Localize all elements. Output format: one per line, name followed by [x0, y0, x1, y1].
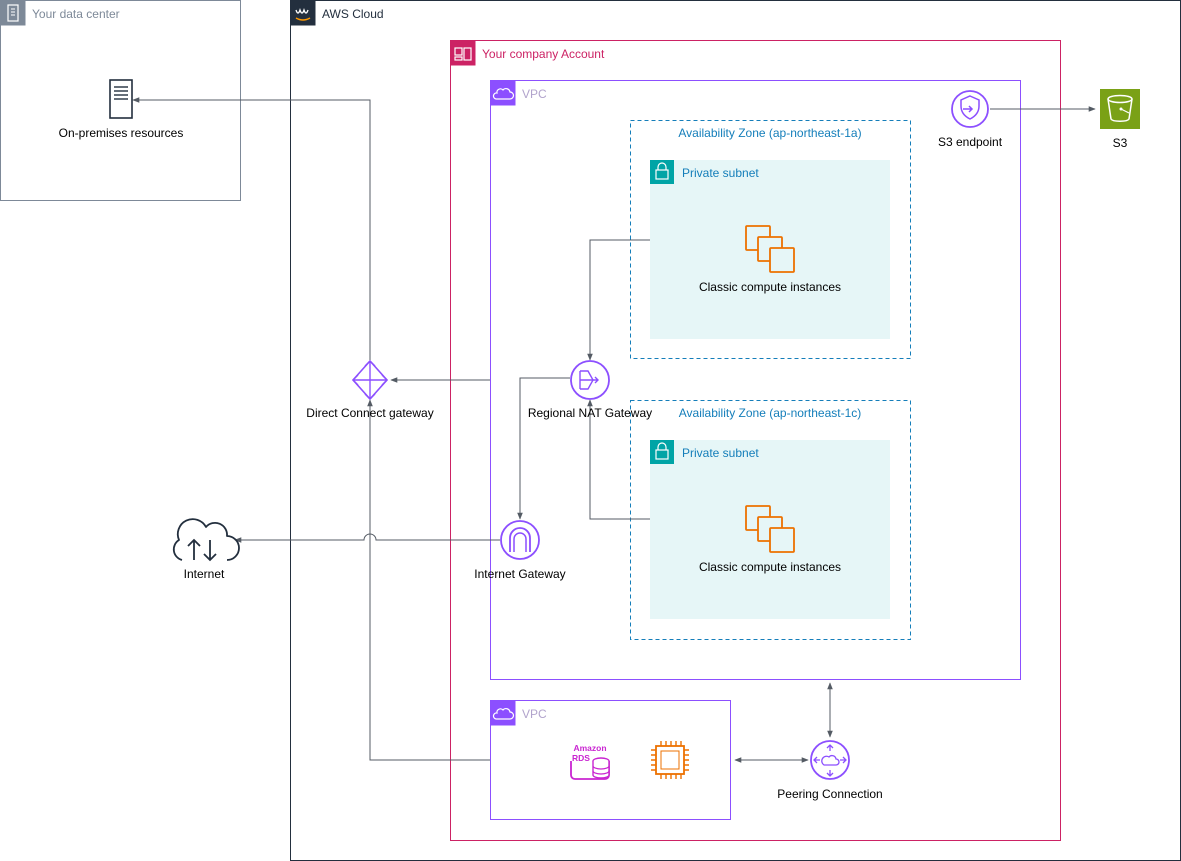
internet-gateway-icon — [500, 520, 540, 560]
corporate-building-icon — [0, 0, 26, 26]
subnet-1c-label: Private subnet — [682, 446, 759, 460]
vpc-peer-group: VPC — [490, 700, 731, 820]
vpc-cloud-icon — [490, 80, 516, 106]
vpc-main-group: VPC — [490, 80, 1021, 680]
peering-label: Peering Connection — [777, 787, 882, 801]
nat-gateway-node[interactable]: Regional NAT Gateway — [528, 360, 652, 420]
az-1c-group: Availability Zone (ap-northeast-1c) — [630, 400, 911, 640]
rds-badge-line2: RDS — [572, 753, 590, 763]
rds-badge-line1: Amazon — [573, 743, 606, 753]
peering-connection-icon — [810, 740, 850, 780]
internet-cloud-icon — [172, 518, 240, 562]
account-group: Your company Account — [450, 40, 1061, 841]
peering-connection-node[interactable]: Peering Connection — [777, 740, 883, 801]
rds-database-icon: Amazon RDS — [567, 739, 611, 780]
vpc-main-label: VPC — [522, 87, 547, 101]
edge-peervpc-to-dx — [367, 399, 490, 761]
edges — [132, 97, 1096, 763]
dx-gateway-node[interactable]: Direct Connect gateway — [306, 360, 434, 420]
s3-endpoint-label: S3 endpoint — [938, 135, 1003, 149]
s3-label: S3 — [1113, 136, 1128, 150]
onprem-server-node[interactable]: On-premises resources — [59, 79, 184, 140]
subnet-1a-label: Private subnet — [682, 166, 759, 180]
az-1a-label: Availability Zone (ap-northeast-1a) — [678, 126, 861, 140]
s3-endpoint-node[interactable]: S3 endpoint — [938, 90, 1003, 149]
account-icon — [450, 40, 476, 66]
edge-subnet1c-to-nat — [587, 399, 650, 520]
nat-gateway-icon — [570, 360, 610, 400]
edge-igw-to-internet — [234, 533, 500, 543]
datacenter-group: Your data center — [0, 0, 241, 201]
lock-icon — [650, 160, 674, 184]
s3-bucket-icon — [1100, 89, 1140, 129]
server-icon — [109, 79, 133, 119]
datacenter-label: Your data center — [32, 7, 120, 21]
compute-1c-label: Classic compute instances — [699, 560, 841, 574]
ec2-node[interactable] — [651, 741, 689, 779]
ec2-chip-icon — [651, 741, 689, 779]
internet-gateway-label: Internet Gateway — [474, 567, 565, 581]
ec2-instances-icon — [745, 225, 795, 273]
aws-logo-icon — [290, 0, 316, 26]
ec2-instances-icon — [745, 505, 795, 553]
edge-dx-to-onprem — [132, 97, 371, 360]
compute-1c-node[interactable]: Classic compute instances — [699, 505, 841, 574]
internet-label: Internet — [184, 567, 225, 581]
aws-cloud-label: AWS Cloud — [322, 7, 384, 21]
endpoint-shield-icon — [951, 90, 989, 128]
vpc-cloud-icon — [490, 700, 516, 726]
s3-node[interactable]: S3 — [1100, 89, 1140, 150]
account-label: Your company Account — [482, 47, 605, 61]
edge-subnet1a-to-nat — [587, 239, 650, 361]
edge-nat-to-igw — [517, 377, 570, 520]
lock-icon — [650, 440, 674, 464]
onprem-label: On-premises resources — [59, 126, 184, 140]
dx-gateway-label: Direct Connect gateway — [306, 406, 433, 420]
rds-node[interactable]: Amazon RDS — [567, 739, 611, 780]
direct-connect-gateway-icon — [352, 360, 388, 400]
nat-gateway-label: Regional NAT Gateway — [528, 406, 652, 420]
compute-1a-label: Classic compute instances — [699, 280, 841, 294]
compute-1a-node[interactable]: Classic compute instances — [699, 225, 841, 294]
az-1c-label: Availability Zone (ap-northeast-1c) — [679, 406, 862, 420]
internet-gateway-node[interactable]: Internet Gateway — [474, 520, 566, 581]
vpc-peer-label: VPC — [522, 707, 547, 721]
internet-node[interactable]: Internet — [172, 518, 240, 581]
